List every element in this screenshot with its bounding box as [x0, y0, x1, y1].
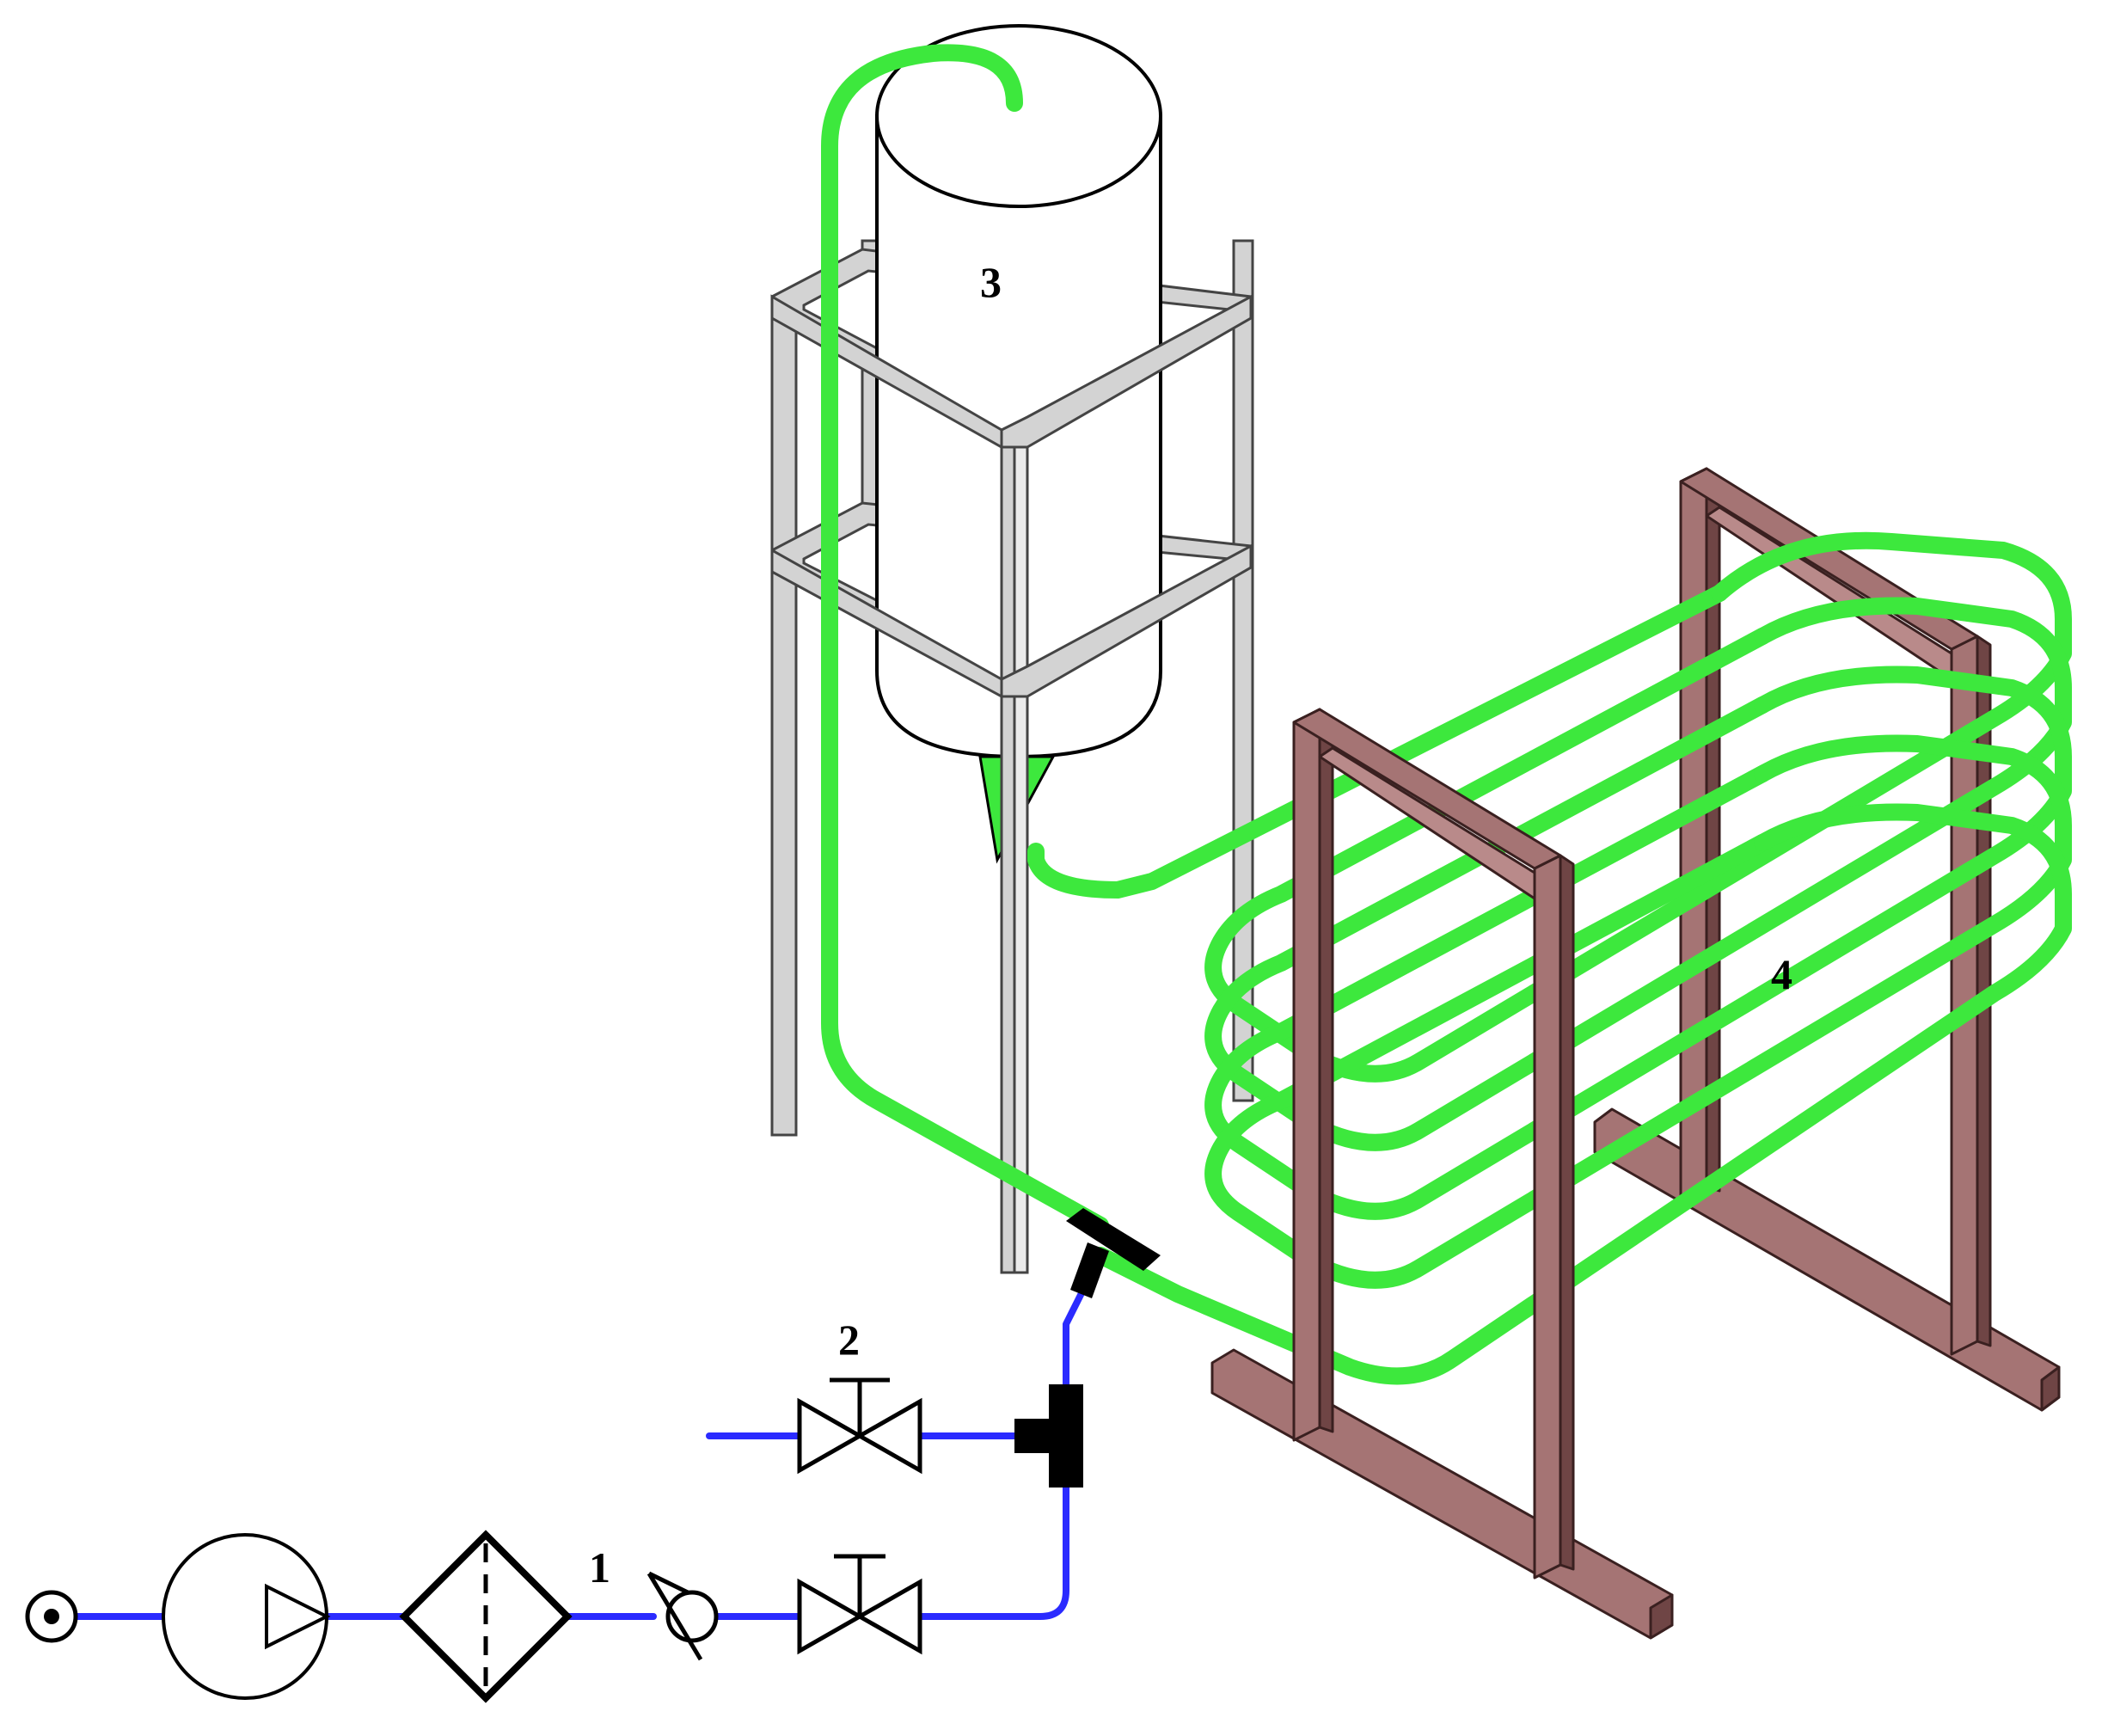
- tee-fitting-icon: [1014, 1384, 1083, 1488]
- label-2: 2: [838, 1316, 860, 1364]
- valve-to-riser-line: [916, 1475, 1069, 1620]
- front-wooden-frame: [1210, 708, 1674, 1640]
- pump-icon: [162, 1533, 331, 1700]
- source-port-icon: [25, 1590, 78, 1643]
- label-3: 3: [980, 258, 1002, 306]
- label-4: 4: [1771, 950, 1792, 998]
- riser-to-upper-tee-line: [1063, 1278, 1091, 1388]
- tank-stand-front: [770, 294, 1253, 1274]
- coil: [1092, 531, 2072, 1385]
- label-1: 1: [589, 1543, 610, 1592]
- filter-icon: [399, 1530, 573, 1703]
- tank-feed-tube: [821, 44, 1109, 1234]
- gate-valve-icon: [797, 1554, 922, 1655]
- cone-outlet-tube: [1027, 585, 1728, 899]
- branch-gate-valve-icon: [797, 1377, 922, 1475]
- check-valve-icon: [646, 1571, 719, 1661]
- upper-tee-fitting-icon: [1066, 1208, 1161, 1298]
- supply-lines: [74, 1278, 1091, 1620]
- tubing: [821, 44, 2072, 1385]
